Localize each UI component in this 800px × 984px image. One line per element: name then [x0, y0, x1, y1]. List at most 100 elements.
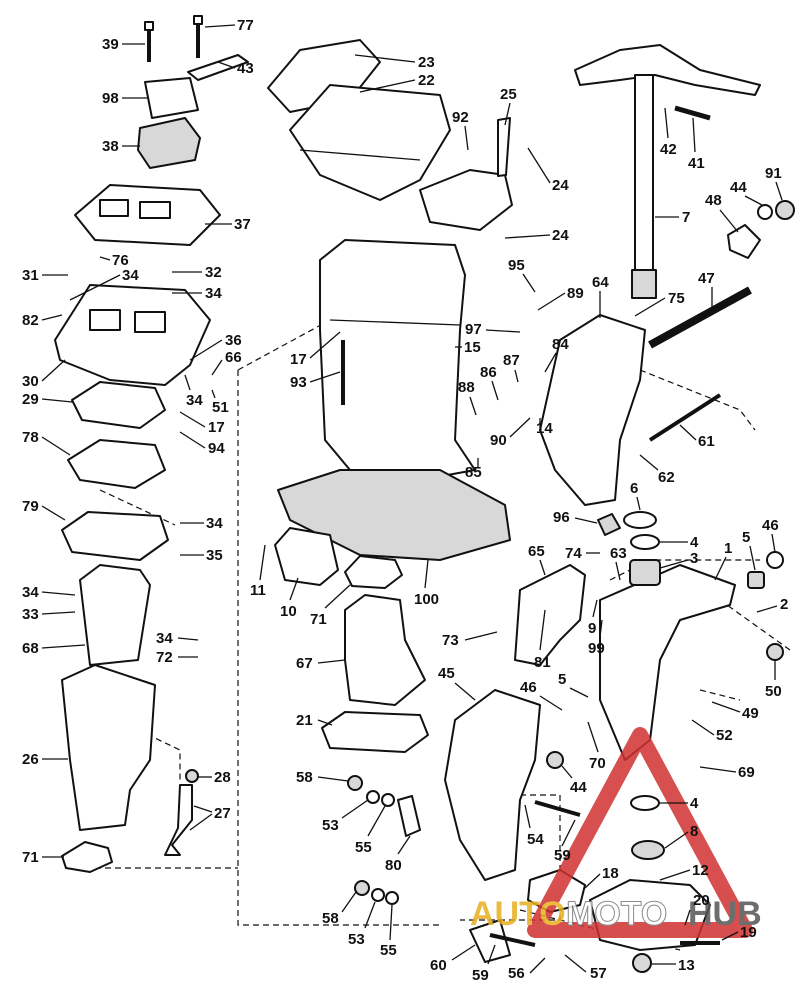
callout-68: 68: [22, 640, 86, 657]
clamp-bracket-65: [514, 564, 586, 666]
callout-77: 77: [204, 17, 254, 34]
svg-text:11: 11: [250, 582, 266, 599]
svg-text:53: 53: [322, 817, 339, 834]
callout-7: 7: [655, 209, 690, 226]
callout-41: 41: [688, 117, 705, 172]
svg-text:1: 1: [724, 540, 732, 557]
svg-text:89: 89: [567, 285, 584, 302]
svg-text:47: 47: [698, 270, 715, 287]
svg-text:65: 65: [528, 543, 545, 560]
svg-text:5: 5: [558, 671, 566, 688]
callout-69: 69: [699, 764, 755, 781]
callout-23: 23: [354, 54, 435, 71]
nut-58-lower: [354, 880, 370, 896]
svg-text:74: 74: [565, 545, 582, 562]
washer-55-lower: [385, 891, 399, 905]
svg-text:14: 14: [536, 420, 553, 437]
callout-48: 48: [705, 192, 739, 233]
callout-15: 15: [455, 339, 481, 356]
callout-58a: 58: [296, 769, 349, 786]
callout-36: 36: [189, 332, 242, 361]
watermark-logo: AUTO MOTO HUB: [470, 727, 762, 938]
svg-text:52: 52: [716, 727, 733, 744]
svg-text:21: 21: [296, 712, 313, 729]
callout-96: 96: [553, 509, 598, 526]
svg-text:19: 19: [740, 924, 757, 941]
svg-text:77: 77: [237, 17, 254, 34]
plate-43: [187, 54, 249, 81]
callout-27: 27: [189, 805, 231, 831]
svg-text:31: 31: [22, 267, 39, 284]
svg-text:78: 78: [22, 429, 39, 446]
tube-47: [648, 286, 752, 349]
callout-4a: 4: [660, 534, 699, 551]
svg-text:71: 71: [310, 611, 327, 628]
svg-text:3: 3: [690, 550, 698, 567]
svg-text:53: 53: [348, 931, 365, 948]
svg-text:34: 34: [156, 630, 173, 647]
svg-text:34: 34: [22, 584, 39, 601]
callout-88: 88: [458, 379, 477, 416]
svg-text:66: 66: [225, 349, 242, 366]
svg-text:34: 34: [206, 515, 223, 532]
callout-32: 32: [172, 264, 222, 281]
washer-53-lower: [371, 888, 385, 902]
callout-18: 18: [584, 865, 619, 889]
callout-99: 99: [588, 619, 605, 657]
callout-91: 91: [765, 165, 783, 201]
bushing-8: [631, 840, 665, 860]
svg-text:17: 17: [208, 419, 225, 436]
svg-text:70: 70: [589, 755, 606, 772]
svg-text:37: 37: [234, 216, 251, 233]
svg-text:30: 30: [22, 373, 39, 390]
callout-100: 100: [414, 559, 439, 608]
callout-79: 79: [22, 498, 66, 521]
callout-30: 30: [22, 359, 66, 390]
midsection-15: [319, 239, 476, 481]
svg-text:36: 36: [225, 332, 242, 349]
callout-3: 3: [659, 550, 698, 569]
callout-72: 72: [156, 649, 198, 666]
nut-44-bottom: [546, 751, 564, 769]
bushing-5: [747, 571, 765, 589]
hose-27: [164, 769, 199, 856]
washer-44-top: [757, 204, 773, 220]
callout-89: 89: [537, 285, 584, 311]
callout-63: 63: [610, 545, 627, 581]
callout-1: 1: [714, 540, 732, 581]
callout-37: 37: [205, 216, 251, 233]
cover-25: [419, 117, 513, 231]
svg-text:34: 34: [205, 285, 222, 302]
svg-text:46: 46: [762, 517, 779, 534]
manifold-30: [54, 284, 211, 386]
svg-text:9: 9: [588, 620, 596, 637]
svg-text:90: 90: [490, 432, 507, 449]
svg-text:59: 59: [472, 967, 489, 984]
svg-text:38: 38: [102, 138, 119, 155]
callout-71b: 71: [22, 849, 64, 866]
svg-text:54: 54: [527, 831, 544, 848]
svg-text:100: 100: [414, 591, 439, 608]
callout-44a: 44: [730, 179, 763, 206]
svg-text:45: 45: [438, 665, 455, 682]
svg-text:73: 73: [442, 632, 459, 649]
callout-51: 51: [211, 389, 229, 416]
callout-24a: 24: [527, 147, 569, 194]
svg-text:57: 57: [590, 965, 607, 982]
washer-6: [623, 511, 657, 529]
svg-text:91: 91: [765, 165, 782, 182]
svg-text:44: 44: [570, 779, 587, 796]
svg-text:98: 98: [102, 90, 119, 107]
callout-9: 9: [588, 599, 598, 637]
callout-78: 78: [22, 429, 71, 456]
callout-34f: 34: [156, 630, 199, 647]
svg-text:35: 35: [206, 547, 223, 564]
callout-35: 35: [180, 547, 223, 564]
callout-22: 22: [359, 72, 435, 93]
callout-94: 94: [179, 431, 225, 457]
tube-67: [344, 594, 426, 706]
svg-text:46: 46: [520, 679, 537, 696]
bushing-3: [629, 559, 661, 586]
svg-text:15: 15: [464, 339, 481, 356]
